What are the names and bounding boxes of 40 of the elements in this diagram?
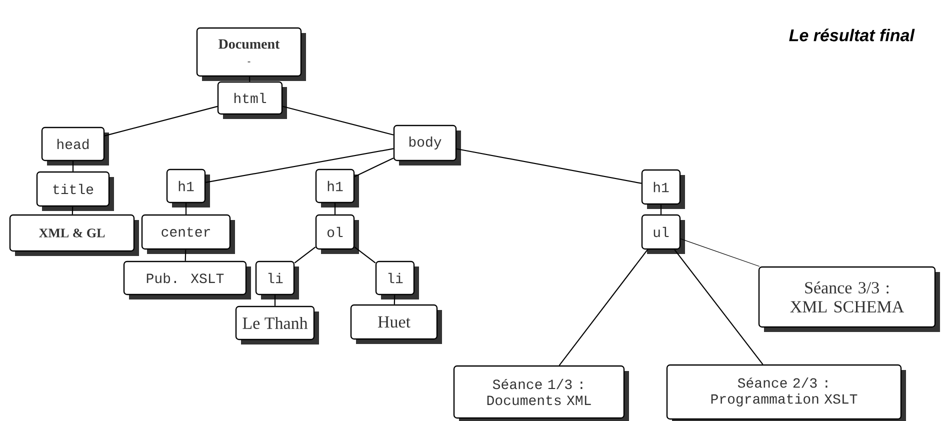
tree-node-box: Document - xyxy=(196,27,306,81)
tree-node-box: center xyxy=(141,214,235,254)
connector-line xyxy=(274,295,276,306)
tree-node-box: html xyxy=(217,81,287,119)
tree-node-box: body xyxy=(393,124,461,166)
tree-node-box: Séance 2/3 : Programmation XSLT xyxy=(666,364,906,421)
connector-line xyxy=(394,295,396,304)
tree-node-box: ol xyxy=(315,214,359,254)
connector-line xyxy=(104,106,218,136)
tree-node-box: Le Thanh xyxy=(235,306,319,344)
connector-line xyxy=(558,249,648,366)
tree-node-box: li xyxy=(255,260,299,300)
tree-node-box: title xyxy=(36,171,114,211)
connector-line xyxy=(72,161,74,172)
tree-node-box: h1 xyxy=(166,168,210,208)
tree-node-box: Pub. XSLT xyxy=(123,260,251,300)
tree-node-box: head xyxy=(41,126,109,166)
connector-line xyxy=(456,148,642,184)
tree-node-box: li xyxy=(375,260,419,300)
title: Le résultat final xyxy=(789,28,915,42)
connector-line xyxy=(206,148,394,184)
connector-line xyxy=(185,203,187,214)
tree-node-box: Séance 3/3 : XML SCHEMA xyxy=(758,266,940,332)
tree-node-box: XML & GL xyxy=(9,214,139,256)
connector-line xyxy=(680,238,760,267)
connector-line xyxy=(282,106,394,136)
connector-line xyxy=(354,158,394,178)
connector-line xyxy=(184,250,186,261)
connector-line xyxy=(334,203,336,214)
tree-node-box: Huet xyxy=(350,304,442,344)
connector-line xyxy=(72,206,74,214)
connector-line xyxy=(294,246,316,264)
connector-line xyxy=(660,204,662,214)
connector-line xyxy=(249,76,250,82)
connector-line xyxy=(674,249,764,365)
tree-node-box: Séance 1/3 : Documents XML xyxy=(453,365,629,421)
tree-node-box: h1 xyxy=(641,169,685,209)
connector-line xyxy=(354,246,376,264)
tree-node-box: ul xyxy=(641,214,685,254)
tree-node-box: h1 xyxy=(315,168,359,208)
